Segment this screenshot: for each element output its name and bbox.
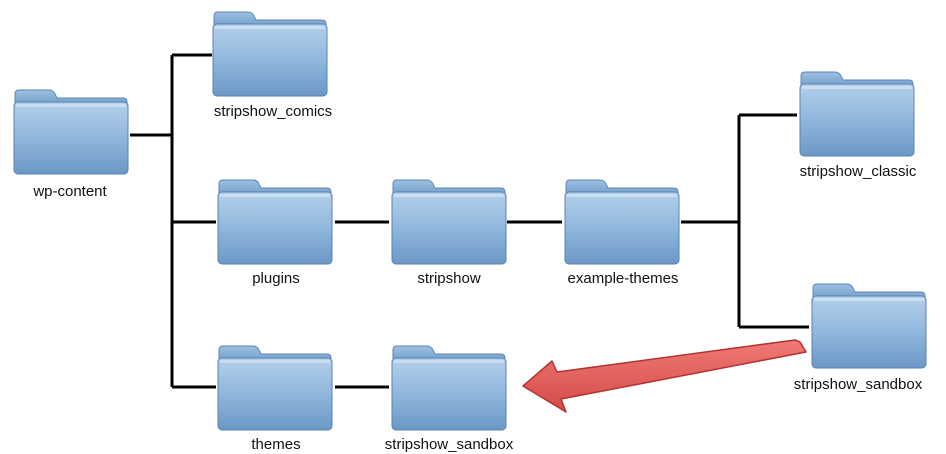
- connector-lines: [130, 53, 809, 389]
- folder-label-themes: themes: [251, 436, 301, 453]
- folder-label-stripshow-sandbox-target: stripshow_sandbox: [384, 436, 514, 453]
- folder-icon: [391, 179, 507, 265]
- folder-icon: [217, 345, 333, 431]
- folder-stripshow-sandbox-source[interactable]: [811, 283, 927, 369]
- folder-wp-content[interactable]: [13, 89, 129, 175]
- folder-themes[interactable]: [217, 345, 333, 431]
- arrow-left-icon: [522, 339, 807, 413]
- folder-icon: [811, 283, 927, 369]
- folder-label-wp-content: wp-content: [33, 183, 107, 200]
- folder-label-plugins: plugins: [252, 270, 300, 287]
- folder-icon: [799, 71, 915, 157]
- folder-example-themes[interactable]: [564, 179, 680, 265]
- folder-stripshow-sandbox-target[interactable]: [391, 345, 507, 431]
- folder-label-example-themes: example-themes: [567, 270, 679, 287]
- folder-icon: [217, 179, 333, 265]
- folder-plugins[interactable]: [217, 179, 333, 265]
- folder-icon: [391, 345, 507, 431]
- folder-icon: [13, 89, 129, 175]
- folder-label-stripshow-comics: stripshow_comics: [213, 103, 333, 120]
- folder-icon: [212, 11, 328, 97]
- folder-stripshow-comics[interactable]: [212, 11, 328, 97]
- folder-stripshow[interactable]: [391, 179, 507, 265]
- folder-stripshow-classic[interactable]: [799, 71, 915, 157]
- folder-label-stripshow: stripshow: [417, 270, 481, 287]
- folder-label-stripshow-sandbox-source: stripshow_sandbox: [793, 376, 923, 393]
- folder-label-stripshow-classic: stripshow_classic: [799, 163, 917, 180]
- folder-icon: [564, 179, 680, 265]
